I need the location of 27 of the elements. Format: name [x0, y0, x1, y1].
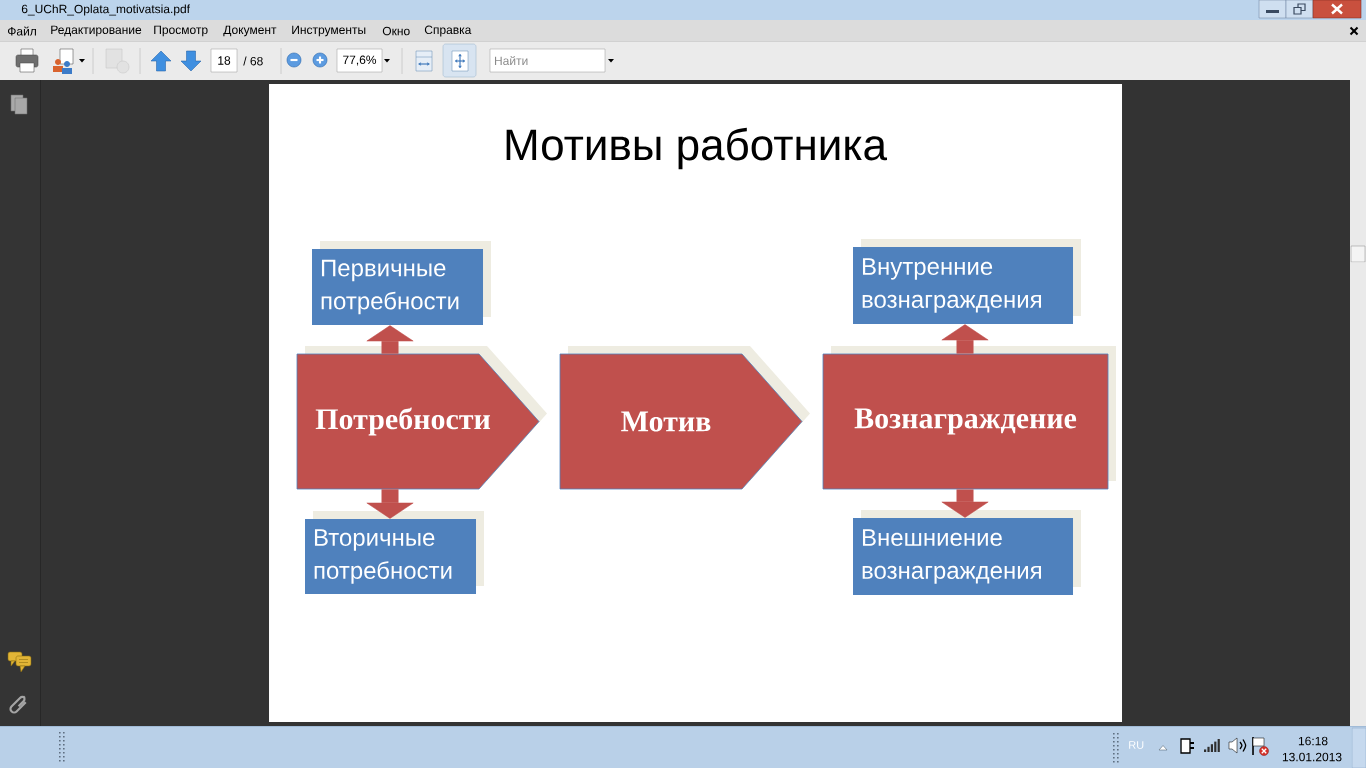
pentagon-box: Мотив	[559, 353, 803, 490]
pentagon-box: Потребности	[296, 353, 540, 490]
menu-item: Справка	[424, 25, 472, 37]
block-arrow	[941, 324, 989, 354]
page-count: / 68	[243, 56, 263, 66]
process-box: Вознаграждение	[822, 353, 1109, 490]
clock-date: 13.01.2013	[1282, 752, 1342, 762]
info-box: Внутренние вознаграждения	[853, 247, 1073, 324]
clock-time: 16:18	[1298, 736, 1328, 746]
zoom-field: 77,6%	[336, 48, 383, 73]
language-indicator: RU	[1129, 741, 1144, 749]
page-number-field: 18	[210, 48, 238, 73]
info-box: Внешниение вознаграждения	[853, 518, 1073, 595]
menu-item: Редактирование	[51, 25, 142, 37]
menu-item: Окно	[382, 26, 410, 36]
info-box: Вторичные потребности	[305, 519, 476, 594]
menu-item: Инструменты	[292, 25, 366, 37]
block-arrow	[366, 489, 414, 519]
menu-item: Просмотр	[154, 25, 208, 37]
info-box: Первичные потребности	[312, 249, 483, 325]
slide-title: Мотивы работника	[506, 127, 887, 170]
menu-item: Файл	[7, 26, 36, 36]
block-arrow	[941, 489, 989, 518]
window-title: 6_UChR_Oplata_motivatsia.pdf	[21, 4, 190, 16]
search-field: Найти	[489, 48, 606, 73]
block-arrow	[366, 325, 414, 354]
menu-item: Документ	[223, 25, 277, 37]
